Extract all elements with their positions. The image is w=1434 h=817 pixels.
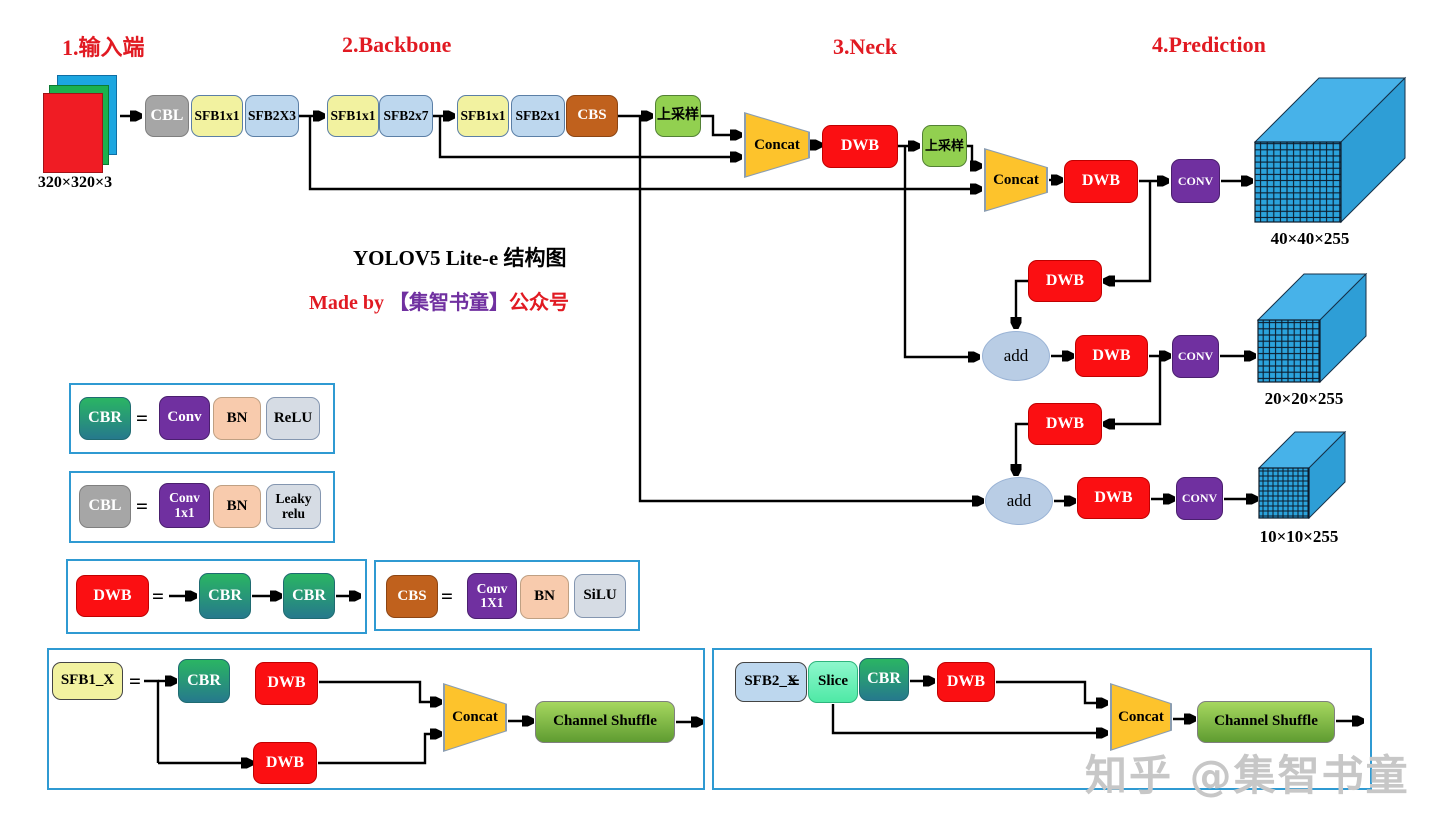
diagram-credit: Made by 【集智书童】公众号: [309, 286, 569, 315]
diagram-title: YOLOV5 Lite-e 结构图: [353, 246, 567, 270]
block-sfb2x7: SFB2x7: [379, 95, 433, 137]
legend-conv1X1: Conv 1X1: [467, 573, 517, 619]
legend-relu: ReLU: [266, 397, 320, 440]
watermark: 知乎 @集智书童: [1085, 751, 1410, 800]
equals-sign: =: [129, 669, 141, 693]
concat-label: Concat: [452, 709, 498, 725]
legend-sfb2x: SFB2_X: [735, 662, 807, 702]
header-input: 1.输入端: [62, 35, 145, 60]
legend-dwb: DWB: [76, 575, 149, 617]
legend-sfb1x-box: [47, 648, 705, 790]
block-conv-p10: CONV: [1176, 477, 1223, 520]
block-dwb-down-2: DWB: [1028, 403, 1102, 445]
sfb1-channel-shuffle: Channel Shuffle: [535, 701, 675, 743]
equals-sign: =: [441, 584, 453, 608]
output-size-10: 10×10×255: [1259, 527, 1339, 546]
feature-map-cube-40: [1254, 76, 1407, 224]
conv1X1-line2: 1X1: [480, 595, 504, 610]
sfb1-dwb-bottom: DWB: [253, 742, 317, 784]
equals-sign: =: [152, 584, 164, 608]
block-upsample-2: 上采样: [922, 125, 967, 167]
sfb2-slice: Slice: [808, 661, 858, 703]
legend-dwb-cbr-1: CBR: [199, 573, 251, 619]
legend-cbr: CBR: [79, 397, 131, 440]
leaky-line1: Leaky: [275, 491, 312, 507]
block-sfb2x3: SFB2X3: [245, 95, 299, 137]
header-neck: 3.Neck: [833, 34, 898, 59]
legend-dwb-box: [66, 559, 367, 634]
header-backbone: 2.Backbone: [342, 32, 452, 57]
credit-channel: 公众号: [509, 292, 569, 314]
sfb2-dwb: DWB: [937, 662, 995, 702]
input-image-red-layer: [43, 93, 103, 173]
feature-map-cube-10: [1258, 431, 1347, 519]
block-sfb1x1-1: SFB1x1: [191, 95, 243, 137]
header-prediction: 4.Prediction: [1152, 32, 1266, 57]
block-dwb-down-1: DWB: [1028, 260, 1102, 302]
block-dwb-head-3: DWB: [1077, 477, 1150, 519]
block-add-2: add: [985, 477, 1053, 525]
output-size-40: 40×40×255: [1270, 229, 1350, 248]
legend-leaky-relu: Leaky relu: [266, 484, 321, 529]
sfb2-cbr: CBR: [859, 658, 909, 701]
legend-bn-1: BN: [213, 397, 261, 440]
equals-sign: =: [788, 670, 800, 694]
leaky-line2: relu: [281, 505, 305, 521]
block-add-1: add: [982, 331, 1050, 381]
equals-sign: =: [136, 494, 148, 518]
legend-sfb2x-box: [712, 648, 1372, 790]
legend-bn-2: BN: [213, 485, 261, 528]
block-concat-1: Concat: [744, 112, 810, 178]
sfb1-concat: Concat: [443, 683, 507, 752]
block-dwb-head-2: DWB: [1075, 335, 1148, 377]
legend-cbl-box: [69, 471, 335, 543]
feature-map-cube-20: [1257, 273, 1368, 383]
conv1x1-line1: Conv: [169, 490, 200, 506]
legend-dwb-cbr-2: CBR: [283, 573, 335, 619]
block-dwb-neck-1: DWB: [822, 125, 898, 168]
sfb2-concat: Concat: [1110, 683, 1172, 751]
credit-brand: 【集智书童】: [389, 292, 509, 314]
sfb1-dwb-top: DWB: [255, 662, 318, 705]
legend-conv1x1: Conv 1x1: [159, 483, 210, 528]
legend-sfb1x: SFB1_X: [52, 662, 123, 700]
block-concat-2: Concat: [984, 148, 1048, 212]
legend-bn-3: BN: [520, 575, 569, 619]
concat-label: Concat: [1118, 708, 1164, 725]
block-conv-p20: CONV: [1172, 335, 1219, 378]
sfb1-cbr: CBR: [178, 659, 230, 703]
concat-label: Concat: [754, 136, 800, 153]
block-conv-p40: CONV: [1171, 159, 1220, 203]
legend-cbs-box: [374, 560, 640, 631]
equals-sign: =: [136, 406, 148, 430]
block-cbl: CBL: [145, 95, 189, 137]
block-sfb2x1: SFB2x1: [511, 95, 565, 137]
sfb2-channel-shuffle: Channel Shuffle: [1197, 701, 1335, 743]
input-size-label: 320×320×3: [37, 174, 113, 191]
legend-conv: Conv: [159, 396, 210, 440]
legend-cbs: CBS: [386, 575, 438, 618]
legend-cbr-box: [69, 383, 335, 454]
concat-label: Concat: [993, 171, 1039, 188]
block-sfb1x1-3: SFB1x1: [457, 95, 509, 137]
block-upsample-1: 上采样: [655, 95, 701, 137]
credit-made-by: Made by: [309, 292, 384, 314]
conv1X1-line1: Conv: [476, 580, 508, 596]
legend-silu: SiLU: [574, 574, 626, 618]
output-size-20: 20×20×255: [1264, 389, 1344, 408]
block-cbs: CBS: [566, 95, 618, 137]
legend-cbl: CBL: [79, 485, 131, 528]
conv1x1-line2: 1x1: [174, 504, 195, 520]
block-sfb1x1-2: SFB1x1: [327, 95, 379, 137]
block-dwb-neck-2: DWB: [1064, 160, 1138, 203]
